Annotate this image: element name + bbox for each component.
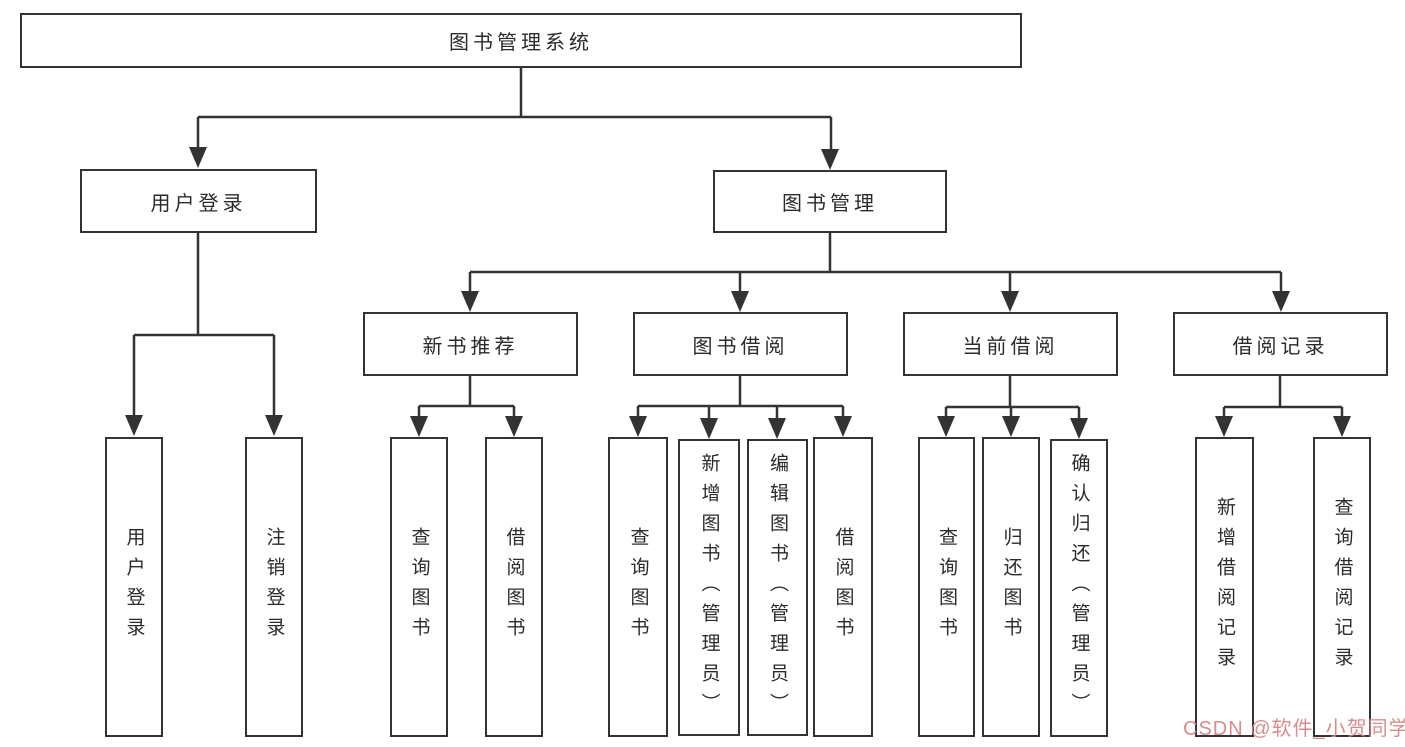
leaf-label: 新增图书（管理员）	[698, 452, 720, 723]
leaf-label: 用户登录	[123, 527, 145, 647]
leaf-label: 借阅图书	[503, 527, 525, 647]
node-borrow-records: 借阅记录	[1173, 312, 1388, 376]
leaf-user-login: 用户登录	[105, 437, 163, 737]
arrowheads	[125, 147, 1351, 439]
node-book-borrow: 图书借阅	[633, 312, 848, 376]
connector-paths	[132, 66, 1344, 420]
node-new-book-recommend: 新书推荐	[363, 312, 578, 376]
leaf-edit-books-admin: 编辑图书（管理员）	[747, 439, 808, 736]
leaf-borrow-books-2: 借阅图书	[813, 437, 873, 737]
node-current-borrow: 当前借阅	[903, 312, 1118, 376]
leaf-query-books-2: 查询图书	[608, 437, 668, 737]
node-book-management: 图书管理	[713, 170, 947, 233]
leaf-logout: 注销登录	[245, 437, 303, 737]
leaf-label: 查询借阅记录	[1331, 497, 1353, 677]
leaf-label: 编辑图书（管理员）	[767, 452, 788, 723]
leaf-label: 查询图书	[627, 527, 649, 647]
leaf-confirm-return-admin: 确认归还（管理员）	[1050, 439, 1108, 737]
leaf-query-borrow-record: 查询借阅记录	[1313, 437, 1371, 737]
leaf-query-books-1: 查询图书	[390, 437, 448, 737]
node-root-system: 图书管理系统	[20, 13, 1022, 68]
leaf-label: 查询图书	[408, 527, 430, 647]
leaf-label: 注销登录	[263, 527, 285, 647]
leaf-label: 借阅图书	[832, 527, 854, 647]
csdn-watermark: CSDN @软件_小贺同学	[1183, 718, 1405, 740]
leaf-return-books: 归还图书	[982, 437, 1040, 737]
leaf-borrow-books-1: 借阅图书	[485, 437, 543, 737]
leaf-label: 查询图书	[936, 527, 957, 647]
node-user-login: 用户登录	[80, 169, 317, 233]
leaf-query-books-3: 查询图书	[918, 437, 975, 737]
leaf-label: 新增借阅记录	[1214, 497, 1235, 677]
leaf-add-books-admin: 新增图书（管理员）	[678, 439, 740, 736]
leaf-label: 归还图书	[1000, 527, 1022, 647]
leaf-add-borrow-record: 新增借阅记录	[1195, 437, 1254, 737]
leaf-label: 确认归还（管理员）	[1068, 453, 1090, 723]
